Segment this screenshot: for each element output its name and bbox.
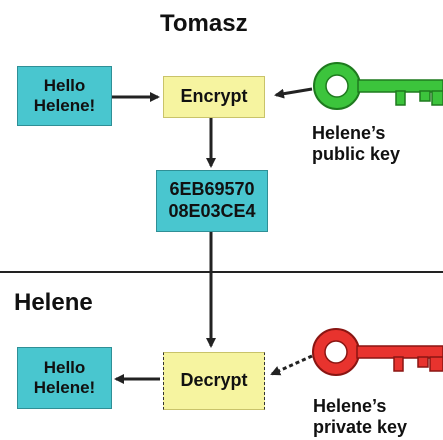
encrypt-box: Encrypt [163, 76, 265, 118]
ciphertext-box: 6EB69570 08E03CE4 [156, 170, 268, 232]
ciphertext-line2: 08E03CE4 [168, 201, 256, 221]
plaintext-box-bottom: Hello Helene! [17, 347, 112, 409]
private-key-caption-line1: Helene’s [313, 396, 387, 416]
public-key-caption-line1: Helene’s [312, 123, 386, 143]
public-key-caption-line2: public key [312, 143, 401, 164]
ciphertext-line1: 6EB69570 [169, 179, 255, 200]
private-key-icon [312, 328, 443, 376]
sender-name: Tomasz [160, 10, 248, 37]
public-key-icon [313, 62, 443, 110]
public-key-caption: Helene’s public key [312, 123, 400, 164]
decrypt-box: Decrypt [163, 352, 265, 410]
arrow-public-key-to-encrypt [274, 87, 313, 99]
private-key-caption-line2: private key [313, 416, 408, 437]
arrow-private-key-to-decrypt [270, 354, 313, 376]
plaintext-box-top: Hello Helene! [17, 66, 112, 126]
private-key-caption: Helene’s private key [313, 396, 407, 437]
receiver-name: Helene [14, 289, 93, 316]
